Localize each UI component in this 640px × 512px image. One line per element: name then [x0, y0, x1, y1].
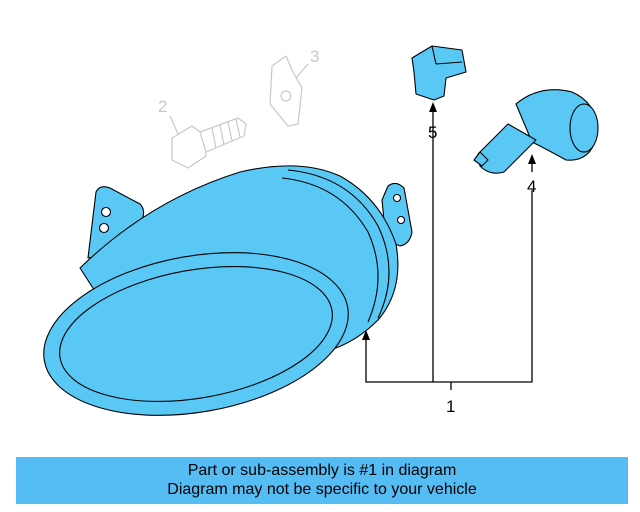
screw-head	[171, 125, 207, 169]
leader-line-3	[295, 63, 309, 79]
arrow-head-1	[362, 330, 370, 340]
clip-nut-hole	[280, 90, 292, 102]
clip-nut-part[interactable]	[269, 55, 309, 127]
bulb-part[interactable]	[473, 89, 599, 174]
arrow-head-5	[429, 102, 437, 112]
bulb-tip	[473, 151, 489, 167]
callout-3: 3	[310, 47, 319, 66]
screw-shaft	[199, 117, 247, 153]
fog-lamp-assembly[interactable]	[31, 165, 413, 438]
housing-ring	[281, 177, 379, 323]
bulb-flange	[569, 103, 599, 153]
housing-ring	[287, 169, 390, 319]
leader-line-2	[169, 115, 179, 135]
callout-1: 1	[446, 397, 455, 416]
info-banner: Part or sub-assembly is #1 in diagram Di…	[16, 457, 628, 504]
lens-inner	[59, 266, 333, 402]
screw-part[interactable]	[169, 115, 247, 169]
arrow-head-4	[528, 154, 536, 164]
callout-5: 5	[428, 123, 437, 142]
bracket-hole	[100, 206, 112, 218]
bracket-hole	[392, 193, 402, 203]
bulb-socket-part[interactable]	[411, 45, 467, 101]
bracket-hole	[98, 222, 110, 234]
leader-line-1	[365, 190, 533, 383]
banner-line-2: Diagram may not be specific to your vehi…	[167, 481, 477, 498]
socket-body	[411, 45, 467, 101]
bracket-hole	[396, 215, 406, 225]
banner-line-1: Part or sub-assembly is #1 in diagram	[187, 462, 457, 479]
callout-2: 2	[158, 97, 167, 116]
bulb-glass	[477, 123, 537, 174]
leader-arrows	[362, 102, 536, 340]
callout-4: 4	[527, 177, 536, 196]
